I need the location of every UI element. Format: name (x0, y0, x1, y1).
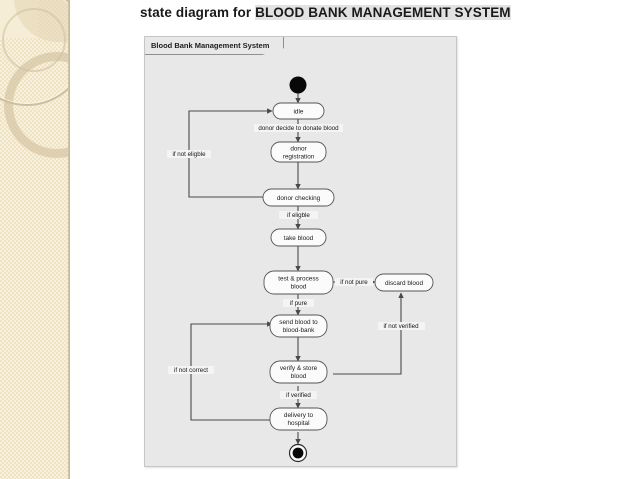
state-label: donor checking (277, 195, 321, 202)
state-diagram-canvas: donor decide to donate blood if not elig… (167, 76, 434, 463)
state-node-discard-blood[interactable]: discard blood (374, 273, 434, 292)
state-label-2: blood (291, 373, 307, 380)
transition-label: if pure (290, 300, 308, 307)
decorative-ring-large-icon (0, 0, 70, 106)
state-node-send-blood-to-bank[interactable]: send blood to blood-bank (269, 314, 328, 338)
transition-test-to-discard: if not pure (333, 278, 376, 286)
frame-label: Blood Bank Management System (145, 37, 285, 55)
state-node-idle[interactable]: idle (272, 102, 325, 120)
state-node-take-blood[interactable]: take blood (270, 228, 327, 247)
transition-label: if eligble (287, 212, 310, 219)
state-node-donor-checking[interactable]: donor checking (262, 188, 335, 207)
page-title: state diagram for BLOOD BANK MANAGEMENT … (140, 5, 610, 20)
transition-label: if not verified (383, 323, 419, 330)
decorative-sidebar (0, 0, 70, 479)
transition-delivery-to-send-bank: if not correct (168, 321, 273, 421)
state-label: take blood (284, 235, 314, 242)
state-label-2: blood-bank (283, 327, 315, 334)
sidebar-edge-line (68, 0, 70, 479)
transition-label: if not eligble (172, 151, 206, 158)
transition-verify-to-discard: if not verified (333, 292, 425, 375)
transition-label: if not correct (174, 367, 208, 374)
transition-checking-to-idle: if not eligble (167, 108, 273, 198)
state-label: donor (290, 146, 307, 153)
state-node-donor-registration[interactable]: donor registration (270, 141, 327, 163)
state-label: send blood to (279, 319, 318, 326)
transition-test-to-send-bank: if pure (283, 294, 314, 316)
state-node-delivery-to-hospital[interactable]: delivery to hospital (269, 407, 328, 431)
initial-node (289, 76, 307, 94)
transition-label: donor decide to donate blood (258, 125, 339, 132)
final-node (288, 443, 308, 463)
transition-verify-to-delivery: if verified (280, 386, 317, 409)
state-label: delivery to (284, 412, 314, 419)
state-label-2: registration (283, 153, 315, 160)
transition-label: if verified (286, 392, 311, 399)
transition-checking-to-take-blood: if eligble (279, 206, 318, 230)
state-node-test-process-blood[interactable]: test & process blood (263, 270, 334, 295)
state-node-verify-store-blood[interactable]: verify & store blood (269, 360, 328, 384)
decorative-ring-small-icon (2, 8, 66, 72)
title-prefix: state diagram for (140, 5, 256, 20)
transition-label: if not pure (340, 279, 368, 286)
state-label: test & process (278, 276, 319, 283)
diagram-frame: Blood Bank Management System donor decid… (144, 36, 457, 467)
state-label-2: hospital (287, 420, 309, 427)
state-label-2: blood (291, 284, 307, 291)
state-label: idle (294, 108, 304, 115)
state-label: verify & store (280, 365, 318, 372)
title-main: BLOOD BANK MANAGEMENT SYSTEM (255, 5, 511, 20)
transition-idle-to-registration: donor decide to donate blood (254, 119, 343, 143)
state-label: discard blood (385, 280, 423, 287)
